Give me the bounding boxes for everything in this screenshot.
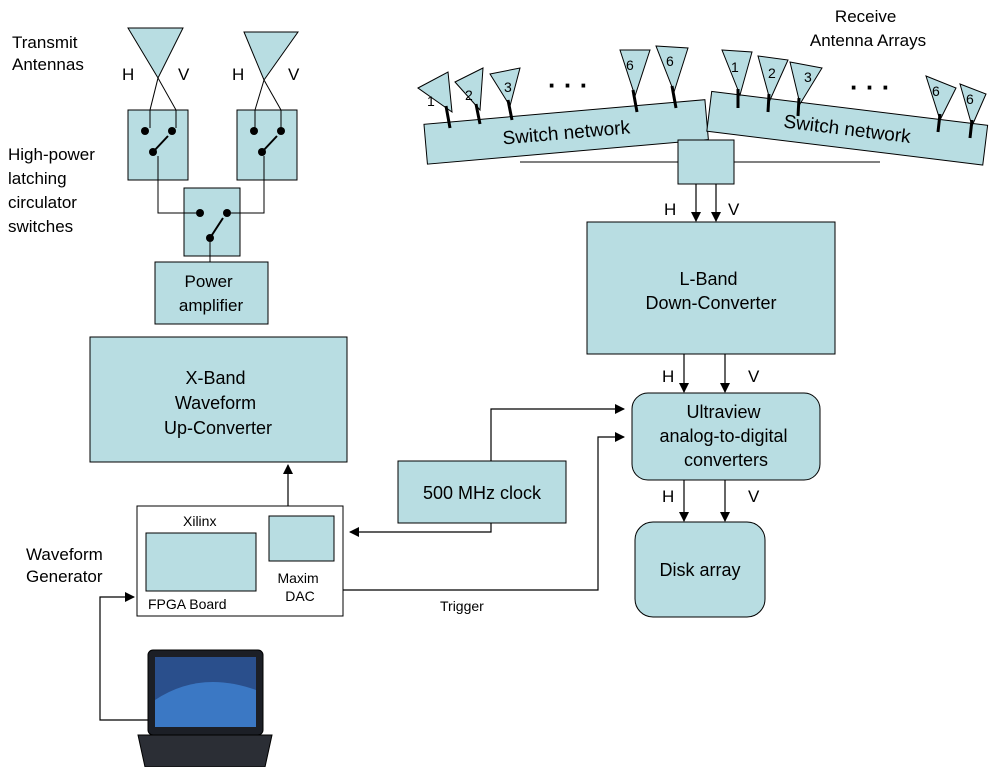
svg-text:6: 6 — [666, 53, 674, 69]
rx-antenna-left-2: 2 — [454, 67, 484, 125]
adc-v-label: V — [748, 487, 760, 506]
disk-array-label: Disk array — [659, 560, 740, 580]
svg-text:6: 6 — [932, 83, 940, 99]
tx-right-v-label: V — [288, 65, 300, 84]
rx-antenna-left-3: 3 — [489, 67, 521, 121]
downconv-h-label: H — [662, 367, 674, 386]
rx-antenna-left-1: 1 — [417, 71, 453, 129]
adc-h-label: H — [662, 487, 674, 506]
maxim-dac-label: Maxim DAC — [277, 570, 322, 604]
svg-text:6: 6 — [626, 57, 634, 73]
svg-text:X-Band Waveform Up: X-Band Waveform Up-Converter — [164, 368, 272, 438]
rx-left-ellipsis: · · · — [548, 70, 588, 100]
laptop-to-generator-arrow — [99, 592, 148, 721]
transmit-antenna-left — [127, 27, 184, 111]
circulator-switch-right — [236, 109, 298, 181]
svg-text:Power amplifier: Power amplifier — [179, 272, 244, 315]
transmit-antennas-label: Transmit Antennas — [12, 33, 84, 74]
rx-antenna-right-3: 3 — [789, 61, 823, 117]
rx-antenna-right-1: 1 — [721, 49, 753, 108]
power-amplifier-line1: Power — [185, 272, 234, 291]
combiner-v-label: V — [728, 200, 740, 219]
high-power-switches-label: High-power latching circulator switches — [8, 145, 100, 236]
tx-left-h-label: H — [122, 65, 134, 84]
fpga-board-rect — [145, 532, 257, 592]
laptop-icon — [137, 649, 273, 767]
svg-text:3: 3 — [504, 79, 512, 95]
circulator-switch-bottom — [157, 180, 265, 257]
switch-network-right: Switch network — [706, 90, 989, 166]
svg-text:Ultraview analog-to-digi: Ultraview analog-to-digital converters — [659, 402, 792, 470]
power-amplifier-line2: amplifier — [179, 296, 244, 315]
adc-block: Ultraview analog-to-digital converters — [631, 392, 821, 481]
rx-antenna-right-5: 6 — [959, 83, 987, 139]
svg-text:L-Band Down-Converter: L-Band Down-Converter — [645, 269, 776, 313]
rx-right-ellipsis: · · · — [850, 72, 890, 102]
rx-antenna-right-4: 6 — [925, 75, 957, 133]
waveform-generator-label: Waveform Generator — [26, 545, 108, 586]
power-amplifier-block: Power amplifier — [154, 261, 269, 325]
rx-antenna-right-2: 2 — [757, 55, 789, 113]
tx-left-v-label: V — [178, 65, 190, 84]
svg-text:1: 1 — [731, 59, 739, 75]
clock-label: 500 MHz clock — [423, 483, 542, 503]
disk-array-block: Disk array — [634, 521, 766, 618]
clock-block: 500 MHz clock — [397, 460, 567, 524]
svg-text:2: 2 — [465, 87, 473, 103]
waveform-generator-block: Xilinx FPGA Board Maxim DAC — [136, 505, 344, 617]
tx-right-h-label: H — [232, 65, 244, 84]
combiner-h-label: H — [664, 200, 676, 219]
circulator-switch-left — [127, 109, 189, 181]
l-band-downconverter-block: L-Band Down-Converter — [586, 221, 836, 355]
trigger-arrow — [343, 432, 625, 591]
clock-to-generator-arrow — [349, 523, 492, 537]
fpga-board-label: FPGA Board — [148, 596, 227, 612]
clock-to-adc-arrow — [490, 404, 625, 461]
svg-text:1: 1 — [427, 93, 435, 109]
rx-combiner-box — [677, 139, 735, 185]
x-band-upconverter-block: X-Band Waveform Up-Converter — [89, 336, 348, 463]
trigger-label: Trigger — [440, 598, 484, 614]
maxim-dac-rect — [268, 515, 335, 562]
switch-network-left: Switch network — [423, 99, 709, 165]
downconv-v-label: V — [748, 367, 760, 386]
receive-antenna-arrays-label: Receive Antenna Arrays — [810, 7, 926, 50]
transmit-antenna-right — [243, 31, 299, 111]
svg-text:2: 2 — [768, 65, 776, 81]
rx-antenna-left-4: 6 — [619, 49, 651, 113]
svg-text:6: 6 — [966, 91, 974, 107]
rx-antenna-left-5: 6 — [655, 45, 689, 109]
xilinx-label: Xilinx — [183, 513, 216, 529]
svg-text:3: 3 — [804, 69, 812, 85]
